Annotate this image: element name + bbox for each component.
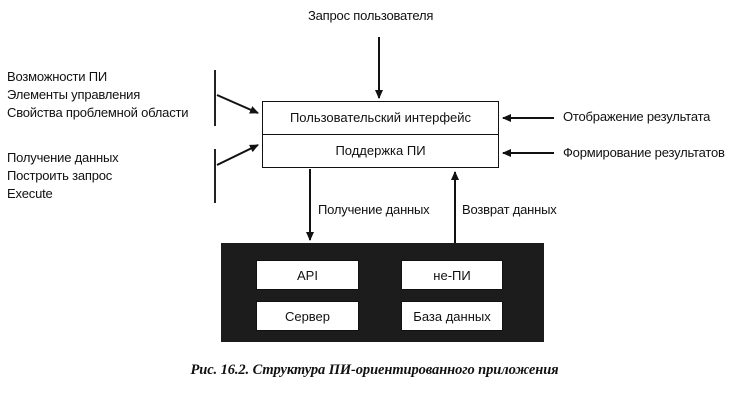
left-group-1: Возможности ПИ Элементы управления Свойс… [7, 68, 189, 122]
ui-support-row: Поддержка ПИ [335, 143, 426, 159]
left-bracket-1 [214, 70, 216, 126]
left-arrow-2 [216, 144, 259, 166]
left-label: Элементы управления [7, 87, 141, 102]
left-group-2: Получение данных Построить запрос Execut… [7, 149, 119, 203]
server-box: Сервер [256, 301, 359, 331]
database-box: База данных [401, 301, 503, 331]
ui-block: Пользовательский интерфейс Поддержка ПИ [262, 101, 499, 168]
figure-caption: Рис. 16.2. Структура ПИ-ориентированного… [190, 362, 559, 378]
result-display-label: Отображение результата [563, 109, 711, 124]
left-label: Execute [7, 186, 53, 201]
user-request-label: Запрос пользователя [308, 8, 434, 23]
data-return-label: Возврат данных [462, 202, 557, 217]
data-request-label: Получение данных [318, 202, 430, 217]
left-arrow-1 [216, 94, 259, 114]
left-label: Свойства проблемной области [7, 105, 189, 120]
result-forming-label: Формирование результатов [563, 145, 725, 160]
non-ui-box: не-ПИ [401, 260, 503, 290]
api-box: API [256, 260, 359, 290]
left-label: Получение данных [7, 150, 119, 165]
left-bracket-2 [214, 149, 216, 203]
left-label: Возможности ПИ [7, 69, 108, 84]
left-label: Построить запрос [7, 168, 113, 183]
user-interface-row: Пользовательский интерфейс [263, 102, 498, 135]
